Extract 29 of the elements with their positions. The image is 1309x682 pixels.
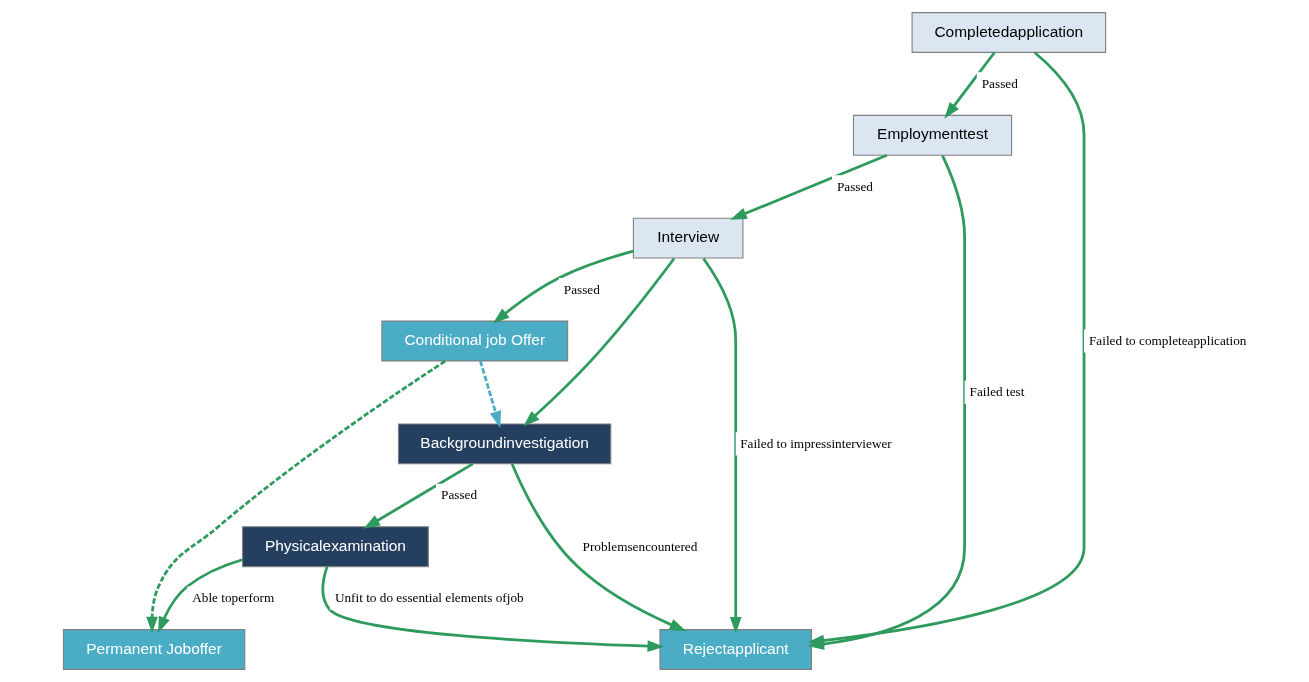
node-box: Interview bbox=[632, 217, 743, 259]
edge-label: Failed test bbox=[969, 384, 1024, 400]
edge-label: Failed to completeapplication bbox=[1088, 332, 1246, 348]
edge-label: Able toperform bbox=[191, 590, 274, 606]
edge-label: Problemsencountered bbox=[582, 538, 697, 554]
arrow bbox=[157, 558, 243, 634]
arrow bbox=[145, 360, 446, 634]
node-box: Permanent Joboffer bbox=[62, 629, 245, 670]
arrow bbox=[522, 257, 675, 427]
node-box: Physicalexamination bbox=[241, 526, 429, 568]
node-box: Rejectapplicant bbox=[658, 629, 812, 670]
edge-label: Unfit to do essential elements ofjob bbox=[334, 590, 524, 606]
arrow bbox=[363, 462, 473, 529]
edge-label: Failed to impressinterviewer bbox=[739, 435, 892, 451]
arrow bbox=[321, 566, 664, 652]
node-box: Backgroundinvestigation bbox=[397, 423, 611, 465]
node-box: Conditional job Offer bbox=[380, 320, 568, 362]
arrow bbox=[701, 257, 742, 634]
edge-label: Passed bbox=[981, 75, 1018, 91]
edge-label: Passed bbox=[836, 178, 873, 194]
arrow bbox=[510, 463, 686, 632]
arrow bbox=[729, 153, 887, 220]
arrow bbox=[492, 249, 634, 324]
arrow bbox=[478, 360, 501, 428]
node-box: Employmenttest bbox=[852, 114, 1012, 156]
edge-label: Passed bbox=[440, 487, 477, 503]
arrow bbox=[943, 51, 996, 119]
node-box: Completedapplication bbox=[911, 12, 1106, 53]
edge-label: Passed bbox=[563, 281, 600, 297]
